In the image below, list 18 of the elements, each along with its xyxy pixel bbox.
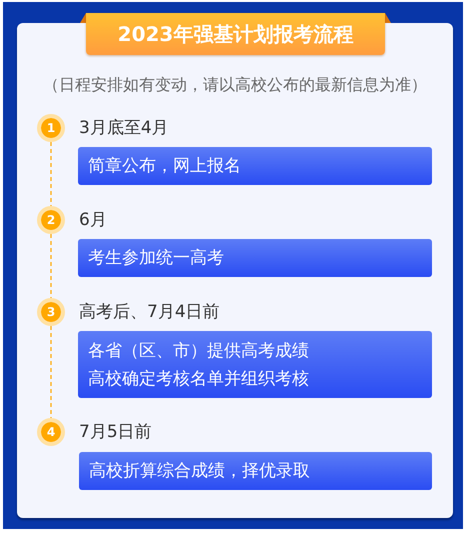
step-text: 考生参加统一高考	[88, 247, 224, 270]
step-text: 高校确定考核名单并组织考核	[88, 368, 309, 390]
date-text: 3月底至4月	[79, 117, 169, 140]
timeline-line	[50, 234, 52, 298]
date-text: 7月5日前	[79, 421, 152, 444]
title-banner: 2023年强基计划报考流程	[86, 13, 385, 55]
date-text: 6月	[79, 209, 107, 232]
step-box	[78, 239, 432, 277]
step-text: 简章公布，网上报名	[88, 155, 241, 178]
timeline-line	[50, 326, 52, 418]
note-text: （日程安排如有变动，请以高校公布的最新信息为准）	[42, 74, 428, 96]
step-box	[78, 331, 432, 398]
step-text: 各省（区、市）提供高考成绩	[88, 340, 309, 362]
step-box	[79, 452, 432, 490]
step-text: 高校折算综合成绩，择优录取	[89, 460, 310, 483]
timeline-line	[50, 142, 52, 206]
step-box	[78, 147, 432, 185]
date-text: 高考后、7月4日前	[79, 301, 220, 324]
